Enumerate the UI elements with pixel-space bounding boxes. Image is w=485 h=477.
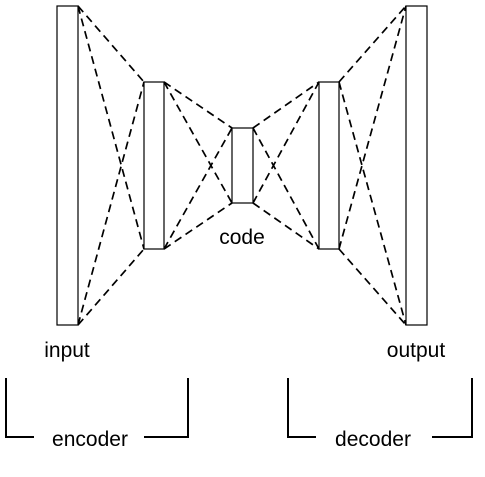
connections-code-to-decoder	[252, 81, 320, 250]
connections-decoder-to-output	[338, 5, 407, 326]
connection-line	[77, 81, 145, 326]
connection-line	[252, 202, 320, 250]
output-layer	[405, 5, 428, 326]
connection-line	[163, 127, 233, 250]
input-label: input	[44, 339, 90, 362]
output-label: output	[387, 339, 446, 362]
encoder-hidden-layer	[143, 81, 165, 250]
encoder-label: encoder	[52, 428, 128, 451]
connection-line	[338, 81, 407, 326]
decoder-bracket: decoder	[287, 378, 473, 451]
encoder-bracket-right	[144, 378, 189, 438]
connection-line	[338, 5, 407, 83]
decoder-bracket-left	[287, 378, 316, 438]
connection-line	[163, 81, 233, 204]
connection-line	[77, 248, 145, 326]
connection-line	[77, 5, 145, 83]
connection-line	[338, 5, 407, 250]
connections-encoder-to-code	[163, 81, 233, 250]
connection-line	[252, 127, 320, 250]
connection-line	[252, 81, 320, 129]
code-layer	[231, 127, 254, 204]
connection-line	[77, 5, 145, 250]
input-layer	[56, 5, 79, 326]
connection-line	[338, 248, 407, 326]
connection-line	[163, 81, 233, 129]
decoder-label: decoder	[335, 428, 411, 451]
decoder-hidden-layer	[318, 81, 340, 250]
connections-input-to-encoder	[77, 5, 145, 326]
code-label: code	[219, 226, 265, 249]
encoder-bracket-left	[5, 378, 34, 438]
connection-line	[163, 202, 233, 250]
decoder-bracket-right	[432, 378, 473, 438]
connection-line	[252, 81, 320, 204]
encoder-bracket: encoder	[5, 378, 189, 451]
